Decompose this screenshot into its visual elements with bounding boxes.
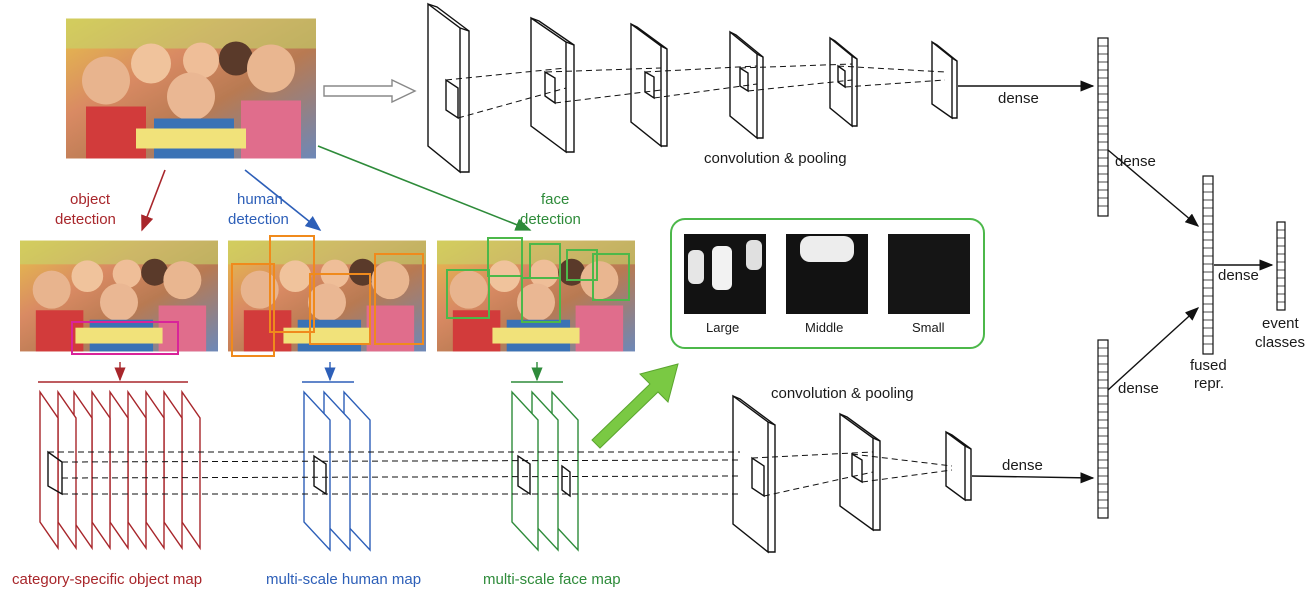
top-cnn-branch: convolution & pooling dense <box>427 2 1095 174</box>
small-scale-map <box>888 234 970 314</box>
bottom-conv-layer-2 <box>839 412 881 532</box>
bottom-conv-layer-1 <box>732 394 776 554</box>
fused-repr-label-line2: repr. <box>1194 375 1224 392</box>
top-conv-layer-4 <box>729 30 764 140</box>
bottom-dense-arrow <box>971 472 1095 484</box>
human-bbox <box>269 235 315 333</box>
bottom-conv-pooling-label: convolution & pooling <box>771 385 914 402</box>
face-map-window <box>517 454 531 496</box>
human-detection-label-line1: human <box>237 191 283 208</box>
top-conv-layer-1 <box>427 2 470 174</box>
human-map-stack <box>302 362 371 552</box>
object-detection-photo <box>20 240 218 355</box>
face-detection-photo <box>437 237 635 352</box>
face-detection-label-line2: detection <box>520 211 581 228</box>
event-classes-label-line1: event <box>1262 315 1300 332</box>
human-detection-label-line2: detection <box>228 211 289 228</box>
human-detection-arrow <box>244 169 322 231</box>
small-label: Small <box>912 320 945 335</box>
fusion-dense-top-label: dense <box>1115 153 1156 170</box>
top-conv-layer-6 <box>931 40 958 120</box>
face-map-label: multi-scale face map <box>483 571 621 588</box>
large-label: Large <box>706 320 739 335</box>
top-feature-vector <box>1097 37 1109 217</box>
human-bbox <box>374 253 424 345</box>
middle-label: Middle <box>805 320 843 335</box>
object-map-stack <box>38 362 201 551</box>
big-green-arrow <box>591 363 679 449</box>
bottom-to-fused-arrow <box>1107 307 1200 391</box>
top-conv-pooling-label: convolution & pooling <box>704 150 847 167</box>
face-bbox <box>487 237 523 277</box>
bottom-conv-layer-3 <box>945 430 972 502</box>
face-detection-label-line1: face <box>541 191 569 208</box>
face-bbox <box>521 277 561 323</box>
human-detection-photo <box>228 235 426 357</box>
fused-vector <box>1202 175 1214 355</box>
face-bbox <box>566 249 598 281</box>
top-conv-layer-3 <box>630 22 668 148</box>
face-detection-arrow <box>317 145 532 231</box>
face-map-stack <box>511 362 579 552</box>
face-bbox <box>592 253 630 301</box>
event-classes-vector <box>1276 221 1286 311</box>
human-bbox <box>309 273 371 345</box>
top-conv-layer-5 <box>829 36 858 128</box>
object-detection-label-line1: object <box>70 191 111 208</box>
face-map-window-2 <box>561 464 571 498</box>
bottom-dense-label: dense <box>1002 457 1043 474</box>
input-photo <box>66 18 316 159</box>
fused-repr-label-line1: fused <box>1190 357 1227 374</box>
object-map-label: category-specific object map <box>12 571 202 588</box>
event-classes-label-line2: classes <box>1255 334 1305 351</box>
face-scale-panel: Large Middle Small <box>670 218 985 349</box>
object-bbox <box>71 321 179 355</box>
top-to-fused-arrow <box>1107 149 1200 227</box>
top-dense-label: dense <box>998 90 1039 107</box>
object-detection-label-line2: detection <box>55 211 116 228</box>
human-map-label: multi-scale human map <box>266 571 421 588</box>
bottom-cnn-branch: convolution & pooling dense <box>732 385 1095 554</box>
object-detection-arrow <box>141 169 166 232</box>
hollow-arrow-to-cnn <box>323 78 417 104</box>
fusion-dense-out-label: dense <box>1218 267 1259 284</box>
fusion-dense-bottom-label: dense <box>1118 380 1159 397</box>
human-bbox <box>231 263 275 357</box>
face-bbox <box>446 269 490 319</box>
top-conv-layer-2 <box>530 16 575 154</box>
bottom-feature-vector <box>1097 339 1109 519</box>
